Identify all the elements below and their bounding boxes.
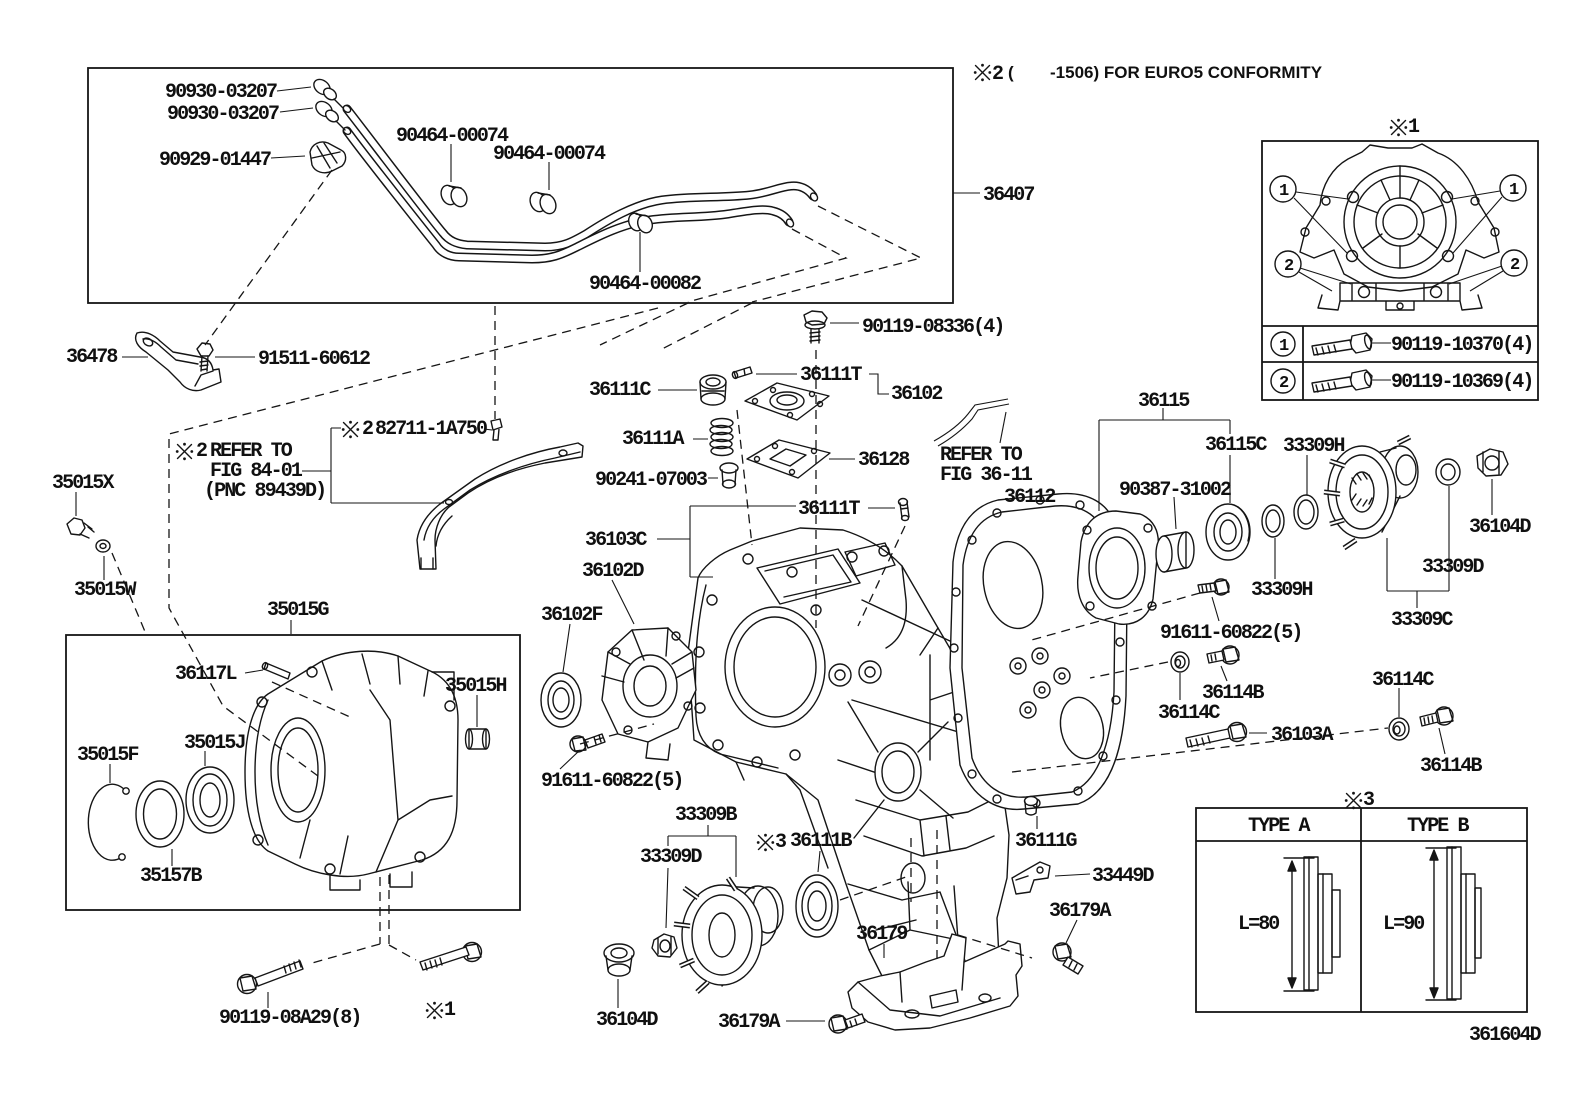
svg-text:2: 2 xyxy=(196,440,207,463)
svg-text:L=90: L=90 xyxy=(1383,913,1424,936)
svg-text:36115: 36115 xyxy=(1138,390,1189,413)
svg-text:36103C: 36103C xyxy=(585,529,648,552)
svg-text:36111T: 36111T xyxy=(798,498,861,521)
svg-text:REFER TO: REFER TO xyxy=(940,444,1023,467)
svg-text:REFER TO: REFER TO xyxy=(210,440,293,463)
svg-text:36117L: 36117L xyxy=(175,663,237,686)
svg-text:36102F: 36102F xyxy=(541,604,603,627)
svg-text:L=80: L=80 xyxy=(1238,913,1279,936)
svg-text:(PNC 89439D): (PNC 89439D) xyxy=(204,480,325,503)
svg-text:35015J: 35015J xyxy=(184,732,245,755)
svg-text:90930-03207: 90930-03207 xyxy=(165,81,277,104)
svg-text:35157B: 35157B xyxy=(140,865,203,888)
svg-text:90929-01447: 90929-01447 xyxy=(159,149,271,172)
svg-text:35015G: 35015G xyxy=(267,599,330,622)
svg-text:36111B: 36111B xyxy=(790,830,853,853)
svg-text:36111C: 36111C xyxy=(589,379,652,402)
svg-text:90119-10370(4): 90119-10370(4) xyxy=(1391,334,1532,357)
svg-text:36104D: 36104D xyxy=(1469,516,1532,539)
svg-text:36114B: 36114B xyxy=(1420,755,1483,778)
svg-text:2: 2 xyxy=(1284,257,1294,276)
svg-text:36115C: 36115C xyxy=(1205,434,1268,457)
svg-text:36179: 36179 xyxy=(856,923,907,946)
svg-text:82711-1A750: 82711-1A750 xyxy=(375,418,487,441)
svg-text:90387-31002: 90387-31002 xyxy=(1119,479,1231,502)
svg-text:2: 2 xyxy=(1279,374,1289,393)
svg-text:3: 3 xyxy=(1363,789,1374,812)
svg-text:91611-60822(5): 91611-60822(5) xyxy=(541,770,682,793)
svg-text:2: 2 xyxy=(362,418,373,441)
svg-text:33309C: 33309C xyxy=(1391,609,1454,632)
svg-text:(: ( xyxy=(1008,63,1014,82)
svg-text:90119-08A29(8): 90119-08A29(8) xyxy=(219,1007,360,1030)
svg-text:33309B: 33309B xyxy=(675,804,738,827)
svg-text:36407: 36407 xyxy=(983,184,1034,207)
svg-text:91511-60612: 91511-60612 xyxy=(258,348,370,371)
svg-text:-1506) FOR EURO5 CONFORMITY: -1506) FOR EURO5 CONFORMITY xyxy=(1050,63,1323,82)
svg-text:36478: 36478 xyxy=(66,346,117,369)
svg-text:36114C: 36114C xyxy=(1372,669,1435,692)
svg-text:36179A: 36179A xyxy=(1049,900,1112,923)
svg-text:36102: 36102 xyxy=(891,383,942,406)
svg-text:36179A: 36179A xyxy=(718,1011,781,1034)
svg-text:90241-07003: 90241-07003 xyxy=(595,469,707,492)
svg-text:36102D: 36102D xyxy=(582,560,645,583)
svg-text:36111G: 36111G xyxy=(1015,830,1078,853)
svg-text:361604D: 361604D xyxy=(1469,1024,1542,1047)
svg-text:TYPE B: TYPE B xyxy=(1407,815,1470,838)
svg-text:90464-00074: 90464-00074 xyxy=(493,143,606,166)
svg-text:36114B: 36114B xyxy=(1202,682,1265,705)
svg-text:35015F: 35015F xyxy=(77,744,139,767)
svg-text:35015W: 35015W xyxy=(74,579,137,602)
svg-text:33309H: 33309H xyxy=(1251,579,1313,602)
svg-text:2: 2 xyxy=(992,63,1003,86)
svg-text:36114C: 36114C xyxy=(1158,702,1221,725)
svg-text:33449D: 33449D xyxy=(1092,865,1155,888)
svg-text:36103A: 36103A xyxy=(1271,724,1334,747)
svg-text:3: 3 xyxy=(775,831,786,854)
svg-text:35015X: 35015X xyxy=(52,472,115,495)
svg-text:36104D: 36104D xyxy=(596,1009,659,1032)
svg-text:FIG 36-11: FIG 36-11 xyxy=(940,464,1033,487)
svg-text:91611-60822(5): 91611-60822(5) xyxy=(1160,622,1301,645)
svg-text:90464-00074: 90464-00074 xyxy=(396,125,509,148)
svg-text:90119-08336(4): 90119-08336(4) xyxy=(862,316,1003,339)
svg-text:36111A: 36111A xyxy=(622,428,685,451)
svg-text:36128: 36128 xyxy=(858,449,909,472)
svg-text:90464-00082: 90464-00082 xyxy=(589,273,701,296)
svg-text:36111T: 36111T xyxy=(800,364,863,387)
svg-text:33309H: 33309H xyxy=(1283,435,1345,458)
svg-text:33309D: 33309D xyxy=(640,846,703,869)
svg-text:90930-03207: 90930-03207 xyxy=(167,103,279,126)
svg-text:33309D: 33309D xyxy=(1422,556,1485,579)
svg-text:TYPE A: TYPE A xyxy=(1248,815,1311,838)
svg-text:90119-10369(4): 90119-10369(4) xyxy=(1391,371,1532,394)
svg-text:1: 1 xyxy=(1509,181,1519,200)
svg-text:FIG 84-01: FIG 84-01 xyxy=(210,460,303,483)
svg-text:2: 2 xyxy=(1510,256,1520,275)
svg-text:36112: 36112 xyxy=(1004,486,1055,509)
svg-text:1: 1 xyxy=(1279,182,1289,201)
svg-text:1: 1 xyxy=(1279,337,1289,356)
svg-text:35015H: 35015H xyxy=(445,675,507,698)
